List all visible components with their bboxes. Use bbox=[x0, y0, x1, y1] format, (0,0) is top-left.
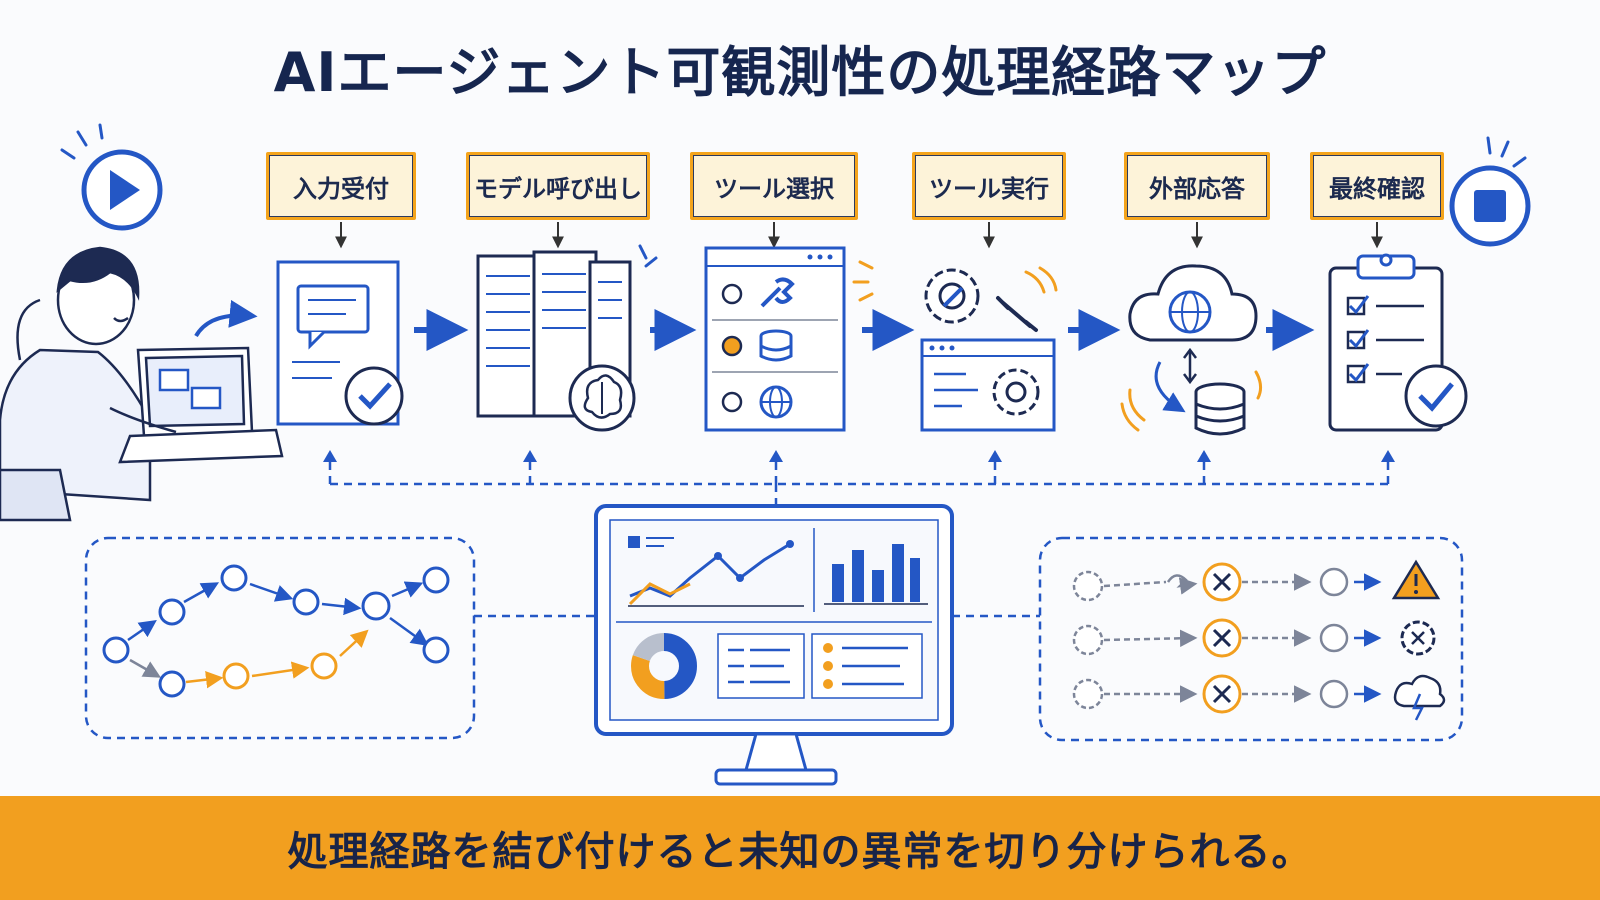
anomaly-row bbox=[1072, 559, 1441, 602]
donut-chart bbox=[631, 633, 697, 699]
dashboard-monitor-icon bbox=[594, 504, 954, 786]
page-title: AIエージェント可観測性の処理経路マップ bbox=[273, 41, 1327, 104]
stage-label-model: モデル呼び出し bbox=[466, 152, 650, 220]
gear-error-icon bbox=[1400, 620, 1436, 656]
document-check-icon bbox=[276, 260, 404, 426]
stage-label-external: 外部応答 bbox=[1124, 152, 1270, 220]
anomaly-row bbox=[1072, 618, 1436, 658]
summary-banner: 処理経路を結び付けると未知の異常を切り分けられる。 bbox=[0, 796, 1600, 900]
anomaly-row bbox=[1072, 674, 1446, 721]
stage-label-tool-select: ツール選択 bbox=[690, 152, 858, 220]
arrow-user-to-input bbox=[194, 299, 258, 338]
telemetry-bus bbox=[328, 456, 1390, 618]
anomaly-panel bbox=[1038, 536, 1464, 742]
trace-graph-panel bbox=[84, 536, 476, 740]
clipboard-check-icon bbox=[1328, 253, 1468, 432]
play-icon bbox=[60, 123, 163, 231]
tool-list-icon bbox=[704, 246, 874, 432]
stage-label-tool-exec: ツール実行 bbox=[912, 152, 1066, 220]
stage-label-final: 最終確認 bbox=[1310, 152, 1444, 220]
cloud-database-icon bbox=[1120, 264, 1263, 436]
label-connectors bbox=[335, 222, 1383, 249]
telemetry-arrowheads bbox=[323, 450, 1395, 462]
cloud-lightning-icon bbox=[1393, 674, 1446, 721]
gear-window-icon bbox=[920, 266, 1058, 432]
server-brain-icon bbox=[476, 244, 658, 432]
stage-label-input: 入力受付 bbox=[266, 152, 416, 220]
person-laptop-icon bbox=[0, 246, 284, 522]
stop-icon bbox=[1449, 136, 1531, 247]
